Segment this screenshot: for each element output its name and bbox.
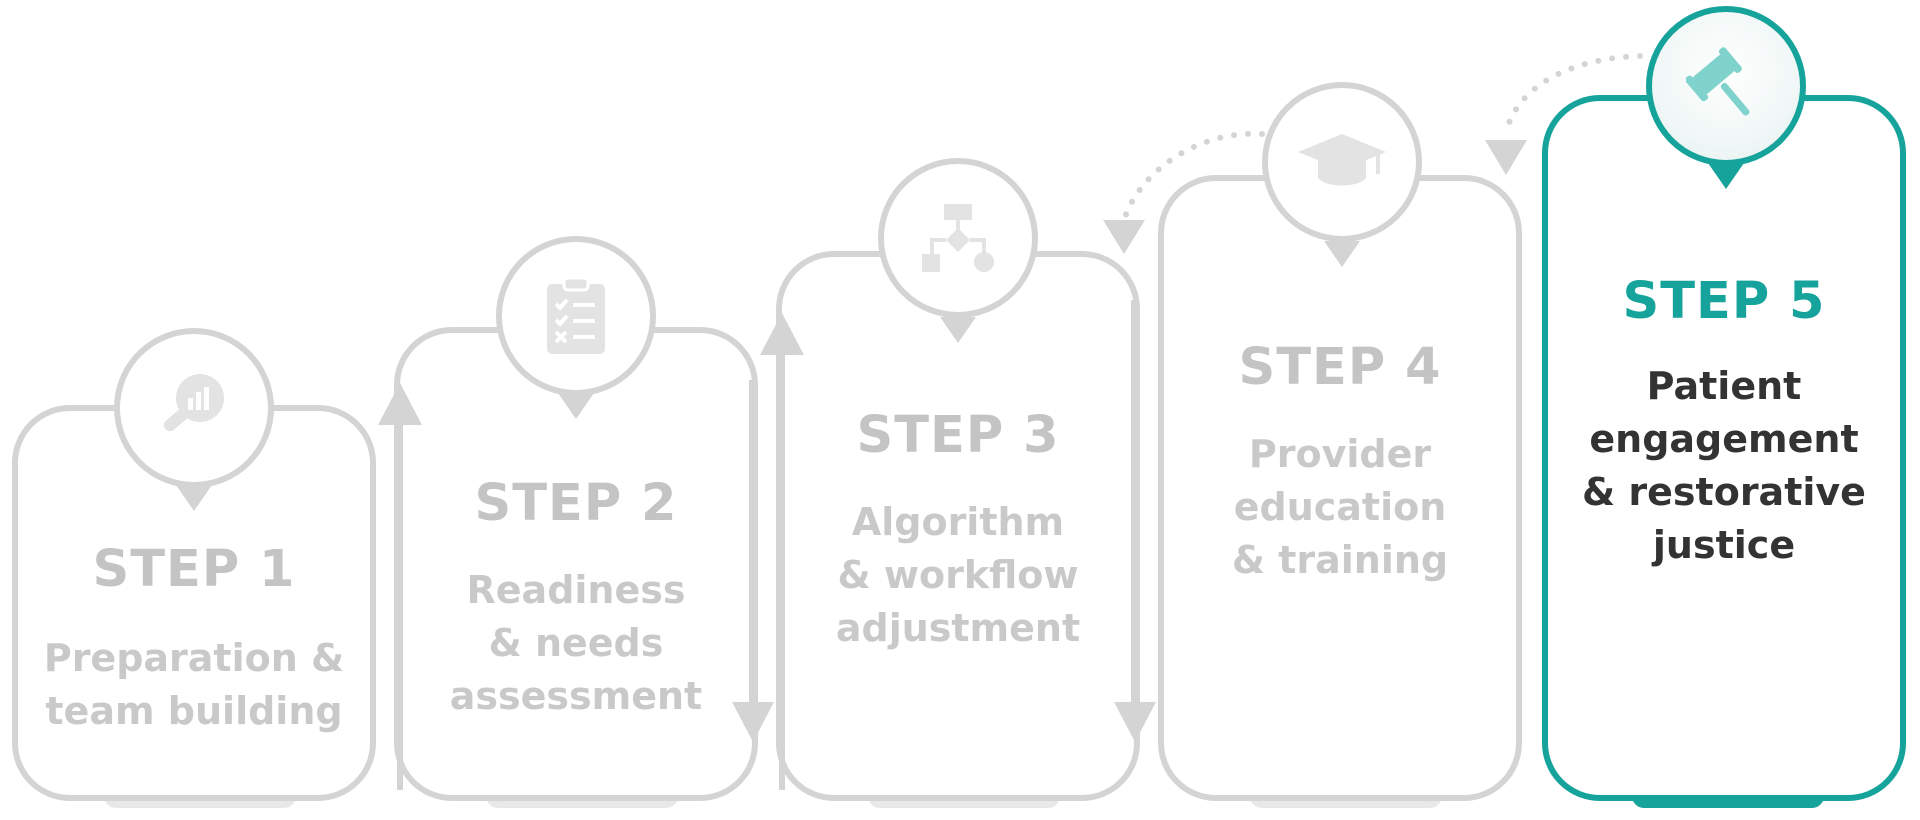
step-5-description: Patient engagement & restorative justice <box>1582 364 1866 567</box>
step-3-description: Algorithm & workflow adjustment <box>835 500 1081 650</box>
badge-pointer-step-4 <box>1324 241 1360 267</box>
magnifier-chart-icon <box>154 368 234 448</box>
icon-badge-step-2 <box>496 236 656 396</box>
icon-badge-step-4 <box>1262 82 1422 242</box>
icon-badge-step-1 <box>114 328 274 488</box>
down-arrow-icon <box>1485 140 1527 175</box>
step-2-title: STEP 2 <box>474 474 678 533</box>
clipboard-checklist-icon <box>543 276 609 356</box>
step-1-title: STEP 1 <box>92 540 296 599</box>
dotted-curve-4-3 <box>1121 130 1265 223</box>
step-2-description: Readiness & needs assessment <box>449 568 703 718</box>
down-arrow-icon <box>1114 702 1156 742</box>
down-arrow-icon <box>732 702 774 742</box>
gavel-icon <box>1686 46 1766 126</box>
step-3-title: STEP 3 <box>856 406 1060 465</box>
step-4-title: STEP 4 <box>1238 338 1442 397</box>
graduation-cap-icon <box>1296 130 1388 194</box>
badge-pointer-step-2 <box>558 393 594 419</box>
step-1-description: Preparation & team building <box>43 636 345 733</box>
badge-pointer-step-5 <box>1708 163 1744 189</box>
flowchart-icon <box>918 198 998 278</box>
icon-badge-step-5 <box>1646 6 1806 166</box>
icon-badge-step-3 <box>878 158 1038 318</box>
up-arrow-icon <box>378 383 422 425</box>
down-arrow-icon <box>1103 220 1145 254</box>
step-5-title: STEP 5 <box>1622 272 1826 331</box>
badge-pointer-step-3 <box>940 317 976 343</box>
up-arrow-icon <box>760 313 804 355</box>
dotted-curve-5-4 <box>1503 53 1643 135</box>
step-4-description: Provider education & training <box>1231 432 1449 582</box>
badge-pointer-step-1 <box>176 485 212 511</box>
